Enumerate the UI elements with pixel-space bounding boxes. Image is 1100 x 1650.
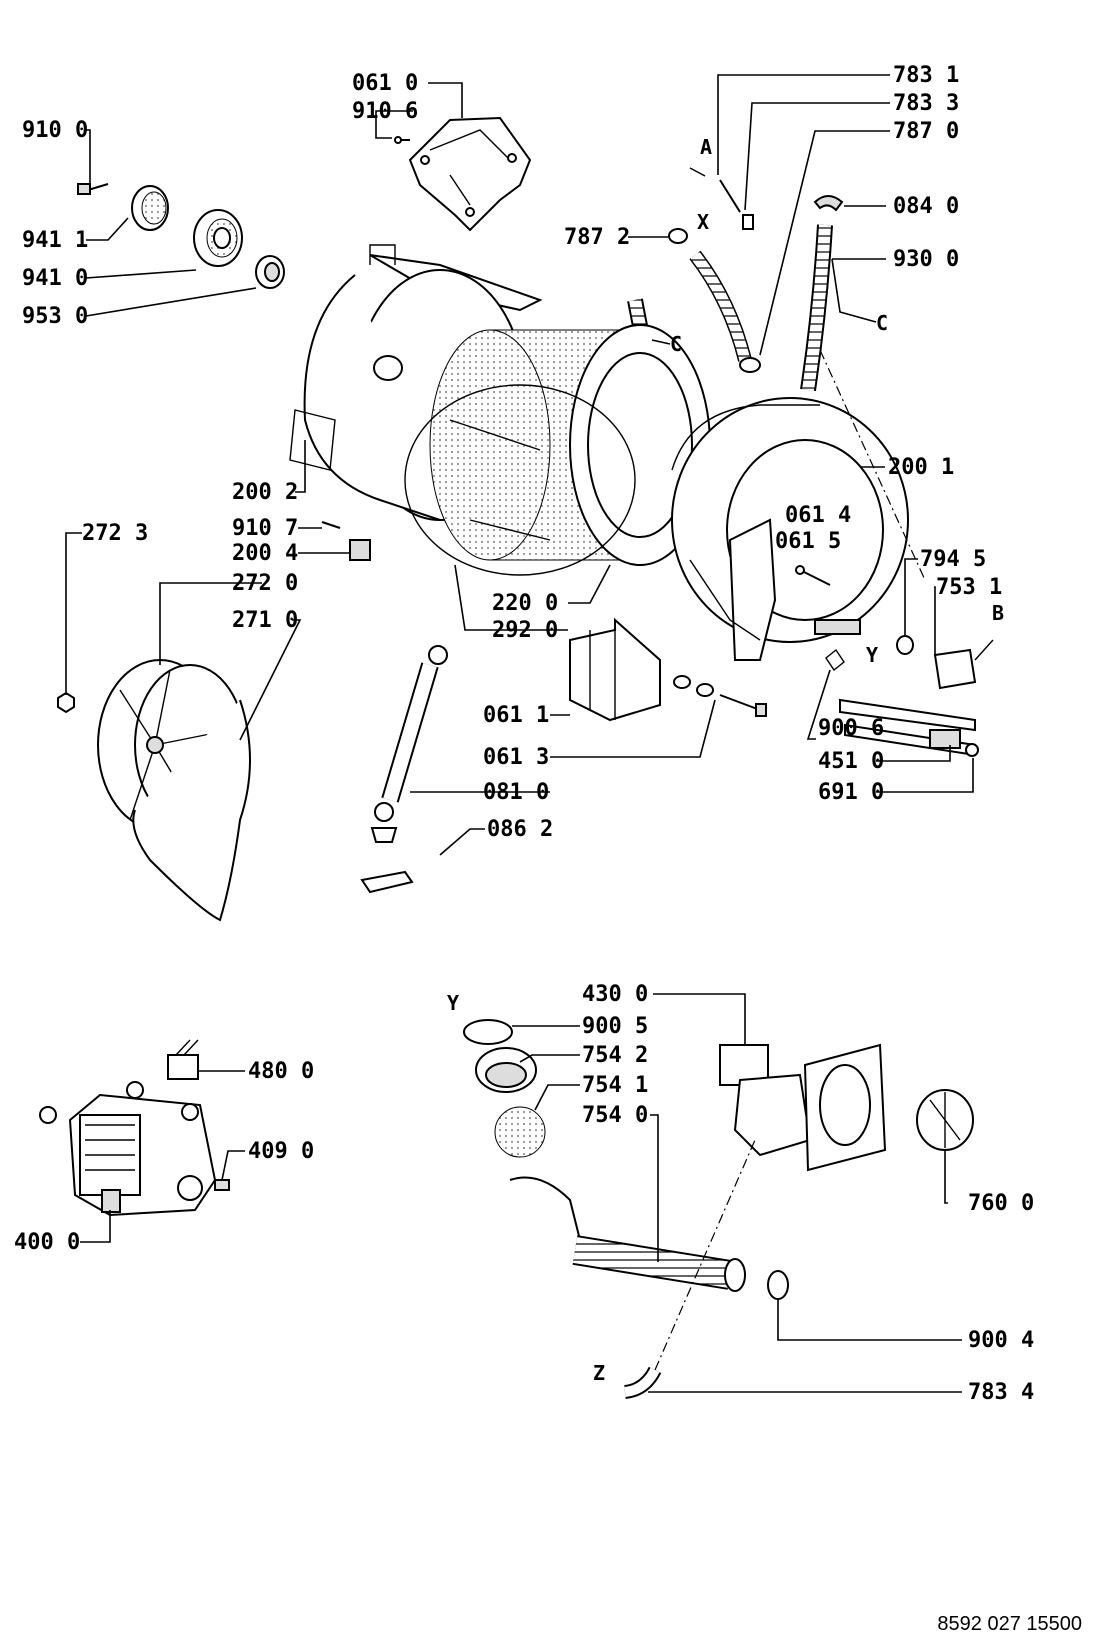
label-910-0: 910 0 bbox=[22, 118, 88, 143]
label-900-4: 900 4 bbox=[968, 1328, 1034, 1353]
label-292-0: 292 0 bbox=[492, 618, 558, 643]
plug-ring bbox=[896, 635, 914, 655]
label-200-2: 200 2 bbox=[232, 480, 298, 505]
label-430-0: 430 0 bbox=[582, 982, 648, 1007]
nozzle-fitting bbox=[742, 214, 754, 230]
shock-absorber bbox=[370, 645, 448, 843]
y-clip bbox=[825, 648, 845, 672]
drive-belt bbox=[132, 699, 251, 922]
label-754-2: 754 2 bbox=[582, 1043, 648, 1068]
label-753-1: 753 1 bbox=[936, 575, 1002, 600]
label-480-0: 480 0 bbox=[248, 1059, 314, 1084]
label-081-0: 081 0 bbox=[483, 780, 549, 805]
leader-lines bbox=[65, 74, 974, 1393]
sump-seal bbox=[475, 1047, 537, 1093]
counterweight bbox=[569, 617, 661, 722]
label-272-3: 272 3 bbox=[82, 521, 148, 546]
tub-fixing-screw bbox=[795, 565, 831, 586]
document-number: 8592 027 15500 bbox=[937, 1613, 1082, 1635]
label-086-2: 086 2 bbox=[487, 817, 553, 842]
letter-b: B bbox=[992, 601, 1004, 625]
label-760-0: 760 0 bbox=[968, 1191, 1034, 1216]
label-900-6: 900 6 bbox=[818, 716, 884, 741]
label-941-0: 941 0 bbox=[22, 266, 88, 291]
letter-c-right: C bbox=[876, 311, 888, 335]
letter-y-lower: Y bbox=[447, 991, 459, 1015]
label-061-0: 061 0 bbox=[352, 71, 418, 96]
label-953-0: 953 0 bbox=[22, 304, 88, 329]
drum-seal-ring bbox=[404, 384, 636, 576]
tub-front-half bbox=[671, 397, 909, 661]
label-200-4: 200 4 bbox=[232, 541, 298, 566]
corrugated-hose-right bbox=[800, 224, 833, 392]
damper-clip bbox=[360, 870, 414, 894]
bearing-bolt bbox=[77, 183, 109, 195]
label-061-1: 061 1 bbox=[483, 703, 549, 728]
label-787-2: 787 2 bbox=[564, 225, 630, 250]
label-084-0: 084 0 bbox=[893, 194, 959, 219]
motor-block bbox=[214, 1179, 230, 1191]
washer-set bbox=[673, 675, 767, 717]
motor bbox=[39, 1081, 217, 1217]
label-691-0: 691 0 bbox=[818, 780, 884, 805]
label-910-6: 910 6 bbox=[352, 99, 418, 124]
label-754-1: 754 1 bbox=[582, 1073, 648, 1098]
hose-clamp-large bbox=[767, 1270, 789, 1300]
label-061-3: 061 3 bbox=[483, 745, 549, 770]
label-271-0: 271 0 bbox=[232, 608, 298, 633]
sump-hose bbox=[509, 1176, 746, 1292]
hose-elbow bbox=[813, 195, 844, 212]
label-754-0: 754 0 bbox=[582, 1103, 648, 1128]
letter-z: Z bbox=[593, 1361, 605, 1385]
nut bbox=[57, 691, 75, 714]
letter-a: A bbox=[700, 135, 712, 159]
sump-clamp bbox=[463, 1019, 513, 1045]
small-screw bbox=[321, 521, 341, 529]
label-409-0: 409 0 bbox=[248, 1139, 314, 1164]
label-200-1: 200 1 bbox=[888, 455, 954, 480]
letter-c-center: C bbox=[670, 332, 682, 356]
drum bbox=[429, 324, 711, 566]
label-400-0: 400 0 bbox=[14, 1230, 80, 1255]
label-930-0: 930 0 bbox=[893, 247, 959, 272]
sump-ball bbox=[494, 1106, 546, 1158]
letter-x: X bbox=[697, 210, 709, 234]
drain-pump bbox=[719, 1043, 887, 1172]
label-061-4: 061 4 bbox=[785, 503, 851, 528]
label-272-0: 272 0 bbox=[232, 571, 298, 596]
bearing-small bbox=[131, 185, 169, 231]
label-451-0: 451 0 bbox=[818, 749, 884, 774]
motor-carbon-brush bbox=[167, 1039, 199, 1080]
pump-filter bbox=[916, 1089, 974, 1151]
label-941-1: 941 1 bbox=[22, 228, 88, 253]
bracket-screw bbox=[394, 136, 410, 144]
label-900-5: 900 5 bbox=[582, 1014, 648, 1039]
hose-clamp-small bbox=[668, 228, 688, 244]
drain-elbow bbox=[623, 1366, 662, 1399]
label-794-5: 794 5 bbox=[920, 547, 986, 572]
seal-ring bbox=[255, 255, 285, 289]
letter-y-upper: Y bbox=[866, 643, 878, 667]
label-783-1: 783 1 bbox=[893, 63, 959, 88]
bearing-large bbox=[193, 209, 243, 267]
small-clip bbox=[349, 539, 371, 561]
bellows-hose bbox=[689, 250, 761, 373]
tub-bracket bbox=[408, 116, 532, 232]
label-220-0: 220 0 bbox=[492, 591, 558, 616]
ntc-sensor bbox=[933, 639, 994, 690]
label-783-4: 783 4 bbox=[968, 1380, 1034, 1405]
connection-letters: A X C C B Y Y Z bbox=[447, 135, 1004, 1385]
label-783-3: 783 3 bbox=[893, 91, 959, 116]
label-061-5: 061 5 bbox=[775, 529, 841, 554]
label-910-7: 910 7 bbox=[232, 516, 298, 541]
heater-nut bbox=[965, 743, 979, 757]
vent-tube bbox=[689, 167, 741, 213]
part-labels: 910 0 941 1 941 0 953 0 061 0 910 6 783 … bbox=[14, 63, 1034, 1405]
label-787-0: 787 0 bbox=[893, 119, 959, 144]
